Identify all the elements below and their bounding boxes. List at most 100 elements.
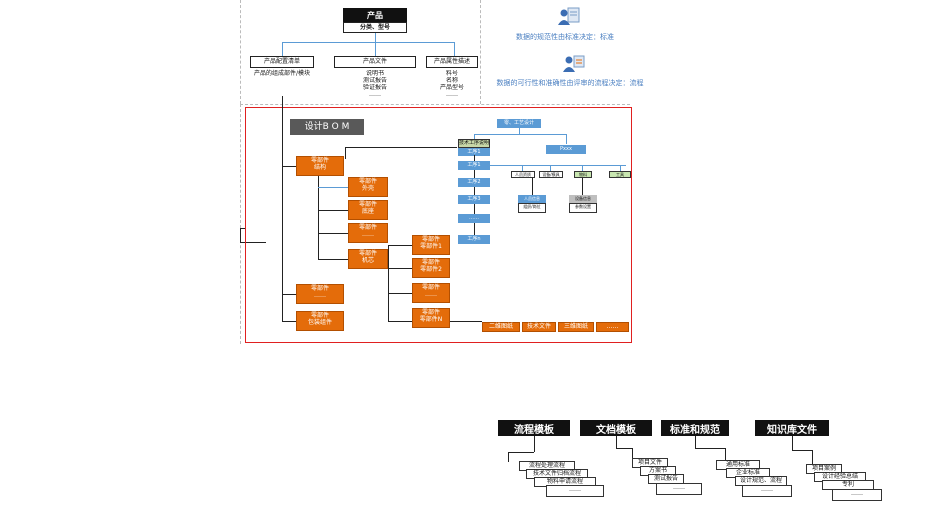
bom-link <box>318 210 348 211</box>
doc-label: 技术文件 <box>526 323 551 330</box>
doc-label: 二维图纸 <box>488 323 513 330</box>
part-name: …… <box>425 291 437 298</box>
flow-link <box>550 165 551 171</box>
resource-personnel-info[interactable]: 人员信息 组织/岗位 <box>518 195 546 213</box>
legend-process: 数据的可行性和准确性由评审的流程决定：流程 <box>496 79 644 87</box>
flow-step-3[interactable]: 工序3 <box>458 195 490 204</box>
template-link <box>632 448 633 458</box>
sub-a: 设备信息 <box>569 195 597 203</box>
flow-link <box>474 134 475 139</box>
bom-doc-tech-file[interactable]: 技术文件 <box>522 322 556 332</box>
product-title-box: 产品 <box>343 8 407 22</box>
user-document-icon <box>557 6 581 28</box>
top-box-title: 产品文件 <box>334 56 416 68</box>
flow-top[interactable]: 零、工艺设计 <box>497 119 541 128</box>
part-label: 零部件 <box>358 178 377 185</box>
flow-step-more[interactable]: …… <box>458 214 490 223</box>
bom-level1-packaging[interactable]: 零部件包装组件 <box>296 311 344 331</box>
branch-drop <box>454 42 455 56</box>
template-knowledge-title[interactable]: 知识库文件 <box>755 420 829 436</box>
bom-link <box>388 245 389 321</box>
flow-left-head[interactable]: 技术工序说明 工序1 <box>458 139 490 156</box>
product-config-box: 产品配置清单 产品的组成部件/模块 <box>250 56 314 96</box>
step-label: 工序n <box>467 236 481 242</box>
resource-personnel[interactable]: 人员资质 <box>511 171 535 178</box>
part-label: 零部件 <box>358 201 377 208</box>
template-link <box>508 452 509 462</box>
bom-level2-shell[interactable]: 零部件外壳 <box>348 177 388 197</box>
bom-link <box>388 268 412 269</box>
flow-right-head[interactable]: Pxxx <box>546 145 586 154</box>
flow-link <box>519 128 520 134</box>
template-title: 标准和规范 <box>670 424 720 436</box>
product-branch-bar <box>282 42 455 43</box>
bom-level2-more[interactable]: 零部件…… <box>348 223 388 243</box>
branch-drop <box>375 42 376 56</box>
flow-step-1[interactable]: 工序1 <box>458 161 490 170</box>
bracket-left <box>240 242 266 243</box>
resource-equipment-info[interactable]: 设备信息 参数设置 <box>569 195 597 213</box>
part-name: 零部件N <box>419 316 443 323</box>
bom-level3-more[interactable]: 零部件…… <box>412 283 450 303</box>
template-standard-title[interactable]: 标准和规范 <box>661 420 729 436</box>
bom-doc-3d-drawing[interactable]: 三维图纸 <box>558 322 594 332</box>
template-document-title[interactable]: 文档模板 <box>580 420 652 436</box>
resource-equipment[interactable]: 设备/模具 <box>539 171 563 178</box>
part-label: 零部件 <box>310 285 329 292</box>
bom-title-box: 设计B O M <box>290 119 364 135</box>
template-doc[interactable]: …… <box>832 489 882 501</box>
resource-material[interactable]: 物料 <box>574 171 592 178</box>
product-subtitle-box: 分类、型号 <box>343 22 407 33</box>
template-doc[interactable]: …… <box>742 485 792 497</box>
bom-link <box>388 245 412 246</box>
legend-standard: 数据的规范性由标准决定：标准 <box>516 33 614 41</box>
part-name: …… <box>362 231 374 238</box>
sub-b: 参数设置 <box>569 203 597 213</box>
bom-link <box>388 321 412 322</box>
product-title: 产品 <box>367 10 383 20</box>
bom-level1-more[interactable]: 零部件…… <box>296 284 344 304</box>
bom-level3-part1[interactable]: 零部件零部件1 <box>412 235 450 255</box>
bom-link <box>450 321 482 322</box>
flow-link <box>566 134 567 144</box>
template-doc[interactable]: …… <box>656 483 702 495</box>
bom-link <box>388 293 412 294</box>
part-label: 零部件 <box>310 312 329 319</box>
doc-label: 三维图纸 <box>563 323 588 330</box>
flow-right-head-label: Pxxx <box>560 146 572 152</box>
flow-link <box>532 178 533 195</box>
divider-vertical <box>240 0 241 104</box>
bom-level3-partN[interactable]: 零部件零部件N <box>412 308 450 328</box>
bom-link <box>282 321 296 322</box>
step-label: 工序3 <box>467 196 481 202</box>
flow-step-n[interactable]: 工序n <box>458 235 490 244</box>
part-label: 零部件 <box>358 224 377 231</box>
flow-step-2[interactable]: 工序2 <box>458 178 490 187</box>
bom-doc-more[interactable]: …… <box>596 322 629 332</box>
divider-vertical <box>240 104 241 344</box>
bom-level2-core[interactable]: 零部件机芯 <box>348 249 388 269</box>
part-label: 零部件 <box>310 157 329 164</box>
template-title: 流程模板 <box>514 424 554 436</box>
flow-link <box>582 178 583 195</box>
flow-left-head-label: 工序1 <box>458 148 490 156</box>
bom-doc-2d-drawing[interactable]: 二维图纸 <box>482 322 520 332</box>
template-link <box>534 436 535 452</box>
top-box-line: …… <box>369 91 381 98</box>
top-box-line: 产品型号 <box>439 84 464 91</box>
top-box-title: 产品配置清单 <box>250 56 314 68</box>
template-link <box>725 448 726 460</box>
template-doc[interactable]: …… <box>546 485 604 497</box>
bom-level2-base[interactable]: 零部件底座 <box>348 200 388 220</box>
flow-link <box>582 165 583 171</box>
part-label: 零部件 <box>421 236 440 243</box>
template-process-title[interactable]: 流程模板 <box>498 420 570 436</box>
bom-level3-part2[interactable]: 零部件零部件2 <box>412 258 450 278</box>
top-box-line: 料号 <box>445 70 458 77</box>
doc-label: …… <box>606 323 619 330</box>
part-label: 零部件 <box>358 250 377 257</box>
resource-tool[interactable]: 工具 <box>609 171 631 178</box>
template-link <box>695 448 725 449</box>
part-name: 零部件1 <box>420 243 442 250</box>
bom-level1-structure[interactable]: 零部件结构 <box>296 156 344 176</box>
